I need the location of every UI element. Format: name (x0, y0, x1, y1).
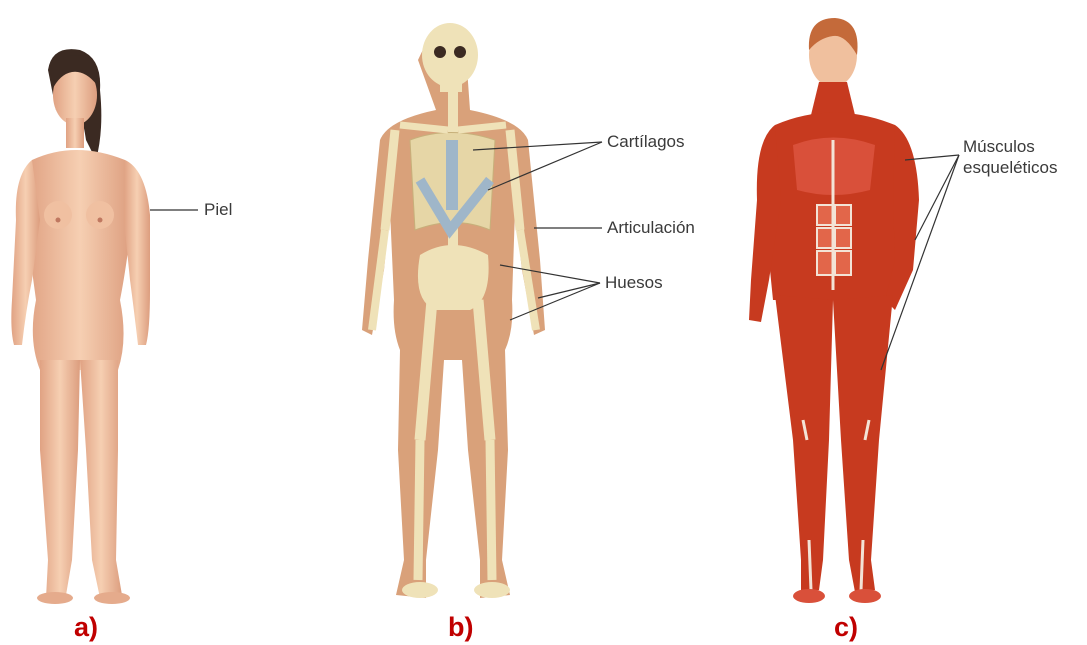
letter-b: b) (448, 612, 473, 643)
letter-a: a) (74, 612, 98, 643)
label-articulacion: Articulación (607, 218, 695, 238)
skeleton-figure (340, 0, 730, 645)
label-huesos: Huesos (605, 273, 663, 293)
panel-c-muscles: Músculos esqueléticos c) (745, 0, 1087, 645)
label-cartilagos: Cartílagos (607, 132, 684, 152)
label-musculos: Músculos (963, 136, 1035, 157)
letter-c: c) (834, 612, 858, 643)
panel-b-skeleton: Cartílagos Articulación Huesos b) (340, 0, 730, 645)
label-piel: Piel (204, 200, 232, 220)
muscle-figure (745, 0, 1087, 645)
label-esqueleticos: esqueléticos (963, 157, 1058, 178)
panel-a-skin: Piel a) (0, 0, 300, 645)
skin-figure (0, 0, 300, 645)
